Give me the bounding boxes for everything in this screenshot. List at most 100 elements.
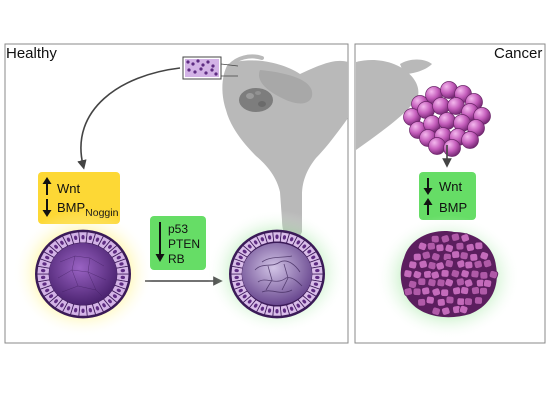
suppressor-p53: p53	[168, 222, 188, 236]
tumor-cell	[417, 277, 427, 287]
cell-nucleus	[267, 235, 272, 240]
tumor-cell	[440, 234, 451, 244]
cell-nucleus	[88, 235, 92, 241]
cell-nucleus	[95, 306, 100, 311]
organoid-suppressed-icon	[207, 210, 347, 334]
tumor-cell	[440, 269, 450, 278]
tumor-cell	[421, 250, 432, 260]
cell-nucleus	[235, 262, 241, 266]
tumor-cell	[418, 259, 428, 269]
grape-cell	[438, 112, 456, 130]
suppressor-box: p53 PTEN RB	[150, 216, 206, 270]
tumor-cell	[444, 277, 454, 288]
suppressor-rb: RB	[168, 252, 185, 266]
cell-nucleus	[81, 308, 85, 313]
tumor-cell	[445, 295, 455, 305]
grape-cell	[432, 97, 450, 115]
cell-nucleus	[253, 240, 258, 245]
cancer-title: Cancer	[494, 45, 542, 62]
cell-nucleus	[112, 249, 117, 254]
cell-nucleus	[234, 268, 239, 273]
grape-cell	[443, 139, 461, 157]
cell-nucleus	[119, 262, 124, 266]
cell-nucleus	[247, 244, 252, 249]
cell-nucleus	[282, 235, 287, 240]
cell-nucleus	[238, 288, 243, 293]
cell-nucleus	[242, 249, 247, 254]
tumor-cell	[403, 269, 413, 279]
cell-nucleus	[275, 309, 279, 314]
cell-nucleus	[120, 275, 126, 280]
tumor-cell	[435, 261, 445, 271]
tumor-cell	[431, 306, 441, 316]
cell-nucleus	[242, 294, 247, 299]
cell-nucleus	[66, 306, 71, 311]
cell-nucleus	[60, 240, 64, 245]
tumor-cell	[459, 251, 469, 261]
cell-nucleus	[313, 282, 319, 286]
tumor-cell	[441, 306, 451, 316]
tumor-cell	[470, 286, 481, 296]
tumor-cell	[412, 252, 422, 262]
tumor-cell	[436, 297, 446, 307]
cell-nucleus	[253, 303, 258, 308]
suppressor-pten: PTEN	[168, 237, 200, 251]
cell-nucleus	[40, 275, 46, 280]
tumor-cell	[450, 232, 461, 242]
tissue-inset-icon	[182, 56, 239, 80]
cell-nucleus	[49, 294, 54, 299]
cell-nucleus	[88, 307, 92, 313]
tumor-cell	[430, 270, 440, 280]
cell-nucleus	[302, 244, 307, 249]
tumor-cell	[440, 288, 450, 298]
up-arrow-icon	[423, 198, 433, 215]
cell-nucleus	[275, 234, 279, 239]
cell-nucleus	[260, 306, 265, 311]
cell-nucleus	[234, 275, 239, 280]
cell-nucleus	[45, 288, 50, 293]
healthy-wnt-label: Wnt	[57, 181, 81, 196]
cell-nucleus	[116, 288, 121, 293]
tumor-cell	[463, 297, 473, 306]
cell-nucleus	[120, 268, 126, 273]
tumor-cell	[425, 295, 435, 305]
tumor-cell	[427, 278, 437, 288]
tumor-cell	[463, 278, 474, 288]
tumor-cell	[444, 259, 454, 269]
tumor-cell	[412, 270, 423, 280]
cell-nucleus	[66, 237, 71, 242]
cancer-wnt-label: Wnt	[439, 179, 463, 194]
cell-nucleus	[296, 303, 301, 308]
tumor-cell	[430, 234, 440, 244]
cell-nucleus	[307, 294, 312, 299]
cancer-signal-box: Wnt BMP	[419, 172, 476, 220]
cell-nucleus	[315, 275, 320, 280]
grape-cell	[428, 137, 446, 155]
cell-nucleus	[289, 237, 294, 242]
cell-nucleus	[267, 308, 272, 313]
tumor-cell	[479, 251, 490, 261]
organoid-healthy-icon	[13, 209, 153, 337]
healthy-panel	[4, 43, 349, 344]
cell-nucleus	[313, 262, 319, 266]
tumor-cell	[479, 271, 489, 280]
cell-nucleus	[112, 294, 117, 299]
cell-nucleus	[74, 307, 78, 313]
cell-nucleus	[102, 240, 106, 245]
tumor-cell	[452, 286, 462, 296]
tumor-cell	[464, 260, 474, 270]
down-arrow-icon	[155, 222, 165, 262]
cell-nucleus	[311, 255, 316, 260]
cell-nucleus	[74, 235, 78, 241]
tumor-cell	[458, 304, 469, 315]
down-arrow-icon	[42, 199, 52, 217]
tumor-cell	[431, 252, 441, 262]
cell-nucleus	[311, 288, 316, 293]
down-arrow-icon	[423, 178, 433, 195]
tumor-cell	[426, 241, 436, 251]
tumor-cell	[412, 287, 422, 297]
cell-nucleus	[289, 306, 294, 311]
tumor-cell	[417, 241, 428, 252]
cell-nucleus	[108, 244, 112, 249]
